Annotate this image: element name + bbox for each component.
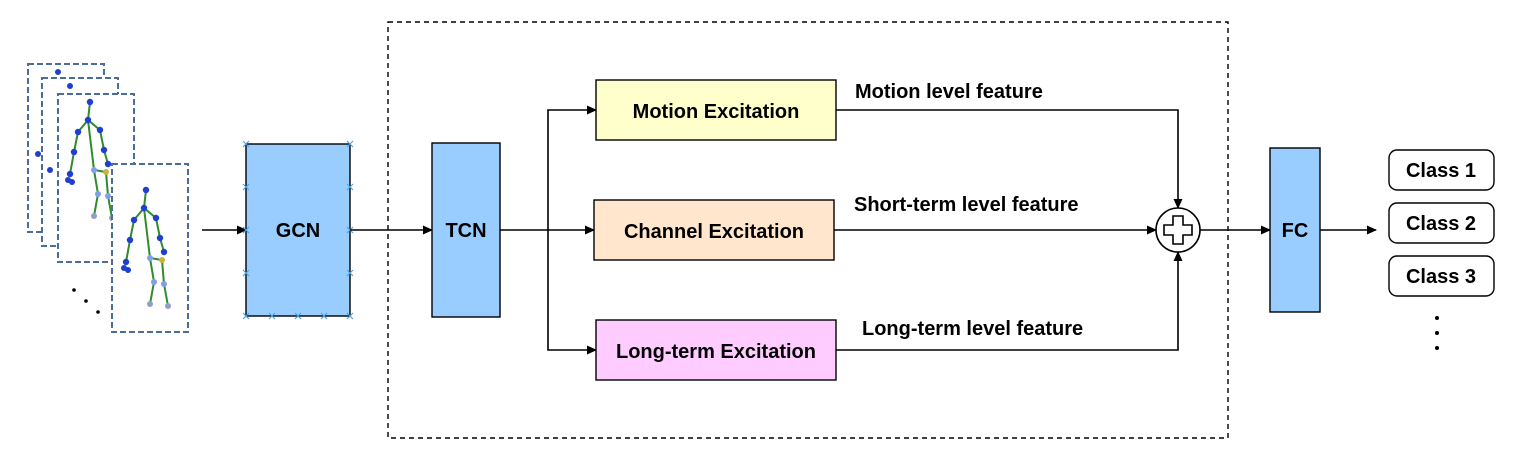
motion-feature-label: Motion level feature: [855, 81, 1043, 103]
class-label: Class 1: [1406, 160, 1476, 182]
frames-ellipsis: [72, 288, 100, 314]
short-term-feature-label: Short-term level feature: [854, 194, 1079, 216]
gcn-block: GCN: [242, 140, 354, 320]
class-outputs: Class 1 Class 2 Class 3: [1388, 149, 1495, 350]
class-box: Class 3: [1388, 255, 1495, 297]
class-box: Class 1: [1388, 149, 1495, 191]
gcn-label: GCN: [276, 220, 320, 242]
class-label: Class 3: [1406, 266, 1476, 288]
class-box: Class 2: [1388, 202, 1495, 244]
class-label: Class 2: [1406, 213, 1476, 235]
connection-points: [242, 140, 354, 320]
tcn-label: TCN: [445, 220, 486, 242]
tcn-block: TCN: [431, 142, 501, 318]
longterm-excitation-label: Long-term Excitation: [616, 341, 816, 363]
motion-excitation-block: Motion Excitation: [595, 79, 837, 141]
channel-excitation-label: Channel Excitation: [624, 221, 804, 243]
fc-block: FC: [1269, 147, 1321, 313]
long-term-feature-label: Long-term level feature: [862, 318, 1083, 340]
fc-label: FC: [1282, 220, 1309, 242]
longterm-excitation-block: Long-term Excitation: [595, 319, 837, 381]
arrow-longterm-to-sum: [836, 251, 1183, 351]
arrow-motion-to-sum: [836, 109, 1183, 209]
arrow-to-longterm: [547, 230, 597, 355]
skeleton-frame: [111, 163, 189, 333]
plus-circle-icon: [1155, 207, 1201, 253]
tcn-branches: [500, 105, 597, 355]
motion-excitation-label: Motion Excitation: [633, 101, 800, 123]
skeleton-frames: [27, 63, 189, 333]
arrow-to-motion: [547, 105, 597, 230]
classes-ellipsis: [1435, 316, 1439, 350]
feature-connections: [834, 109, 1183, 351]
channel-excitation-block: Channel Excitation: [593, 199, 835, 261]
